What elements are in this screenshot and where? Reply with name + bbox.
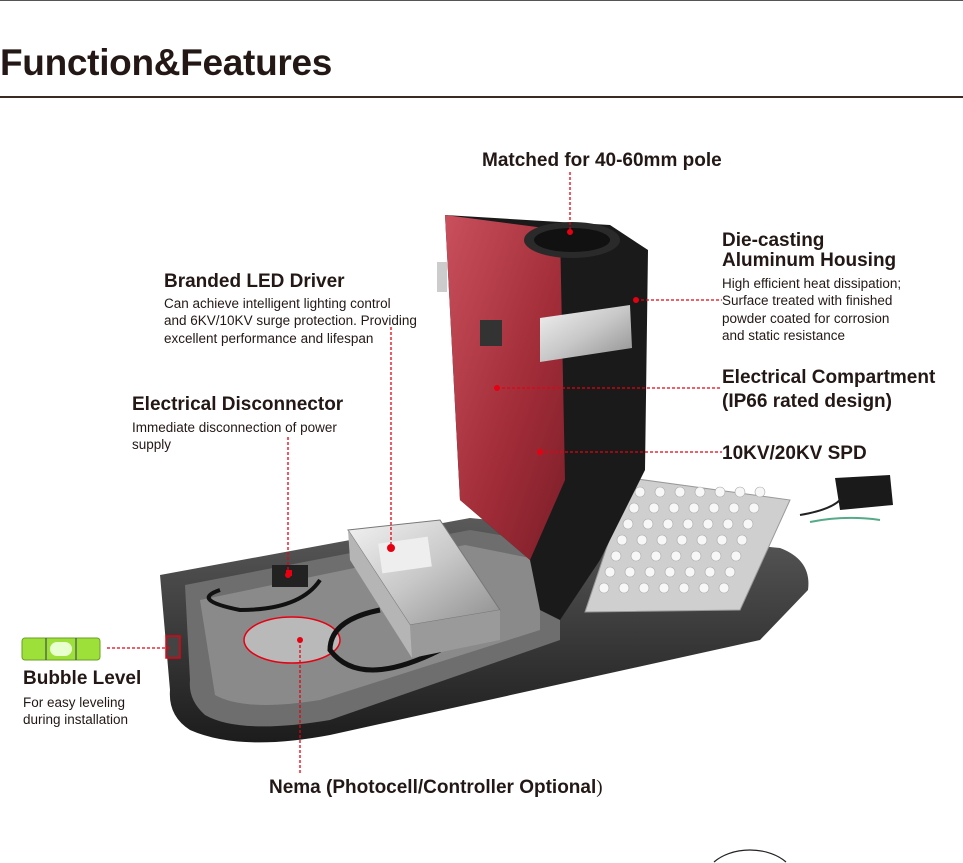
led-chip (696, 534, 708, 546)
led-chip (736, 534, 748, 546)
led-chip (634, 486, 646, 498)
led-chip (714, 486, 726, 498)
bubble-level-icon (21, 637, 101, 661)
disconnector-title: Electrical Disconnector (132, 394, 344, 415)
led-chip (698, 582, 710, 594)
led-chip (742, 518, 754, 530)
led-chip (688, 502, 700, 514)
led-chip (628, 502, 640, 514)
led-module (584, 477, 791, 613)
driver-desc-line: Can achieve intelligent lighting control (164, 296, 391, 311)
disconnector-desc-line: Immediate disconnection of power (132, 420, 337, 435)
led-chip (618, 582, 630, 594)
compartment-title-line2: (IP66 rated design) (722, 391, 892, 412)
led-chip (670, 550, 682, 562)
led-chip (648, 502, 660, 514)
led-chip (650, 550, 662, 562)
pole-title: Matched for 40-60mm pole (482, 150, 722, 171)
led-chip (682, 518, 694, 530)
led-chip (728, 502, 740, 514)
led-chip (694, 486, 706, 498)
led-chip (616, 534, 628, 546)
led-chip (636, 534, 648, 546)
led-chip (710, 550, 722, 562)
led-chip (718, 582, 730, 594)
title-divider (0, 96, 963, 98)
bubble-desc-line: during installation (23, 712, 129, 728)
led-chip (656, 534, 668, 546)
driver-desc: Can achieve intelligent lighting control… (164, 295, 417, 347)
led-chip (730, 550, 742, 562)
led-chip (610, 550, 622, 562)
led-chip (662, 518, 674, 530)
leader-lines (107, 172, 722, 775)
led-chip (598, 582, 610, 594)
disconnector-desc: Immediate disconnection of power supply (132, 419, 337, 454)
led-chip (690, 550, 702, 562)
bubble-desc-line: For easy leveling (23, 695, 126, 710)
led-chip (704, 566, 716, 578)
driver-desc-line: excellent performance and lifespan (164, 330, 374, 346)
compartment-title-line1: Electrical Compartment (722, 367, 936, 388)
driver-title: Branded LED Driver (164, 271, 345, 292)
nema-title: Nema (Photocell/Controller Optional) (269, 777, 603, 798)
nema-socket (243, 616, 341, 664)
led-chip (654, 486, 666, 498)
led-driver (347, 519, 501, 658)
housing-desc: High efficient heat dissipation; Surface… (722, 275, 901, 344)
housing-desc-line: powder coated for corrosion (722, 310, 890, 326)
bubble-level-marker (165, 635, 181, 659)
compartment-title: Electrical Compartment (IP66 rated desig… (722, 366, 935, 414)
led-chip (724, 566, 736, 578)
spd-title: 10KV/20KV SPD (722, 443, 867, 464)
led-chip (630, 550, 642, 562)
led-chip (664, 566, 676, 578)
led-chip (734, 486, 746, 498)
disconnector-desc-line: supply (132, 437, 172, 453)
nema-title-paren: ) (596, 777, 603, 798)
led-chip (702, 518, 714, 530)
led-chip (748, 502, 760, 514)
led-chip (678, 582, 690, 594)
led-chip (604, 566, 616, 578)
led-chip (754, 486, 766, 498)
housing-desc-line: Surface treated with finished (722, 293, 893, 309)
led-chip (638, 582, 650, 594)
led-chip (622, 518, 634, 530)
led-chip (658, 582, 670, 594)
led-chip (642, 518, 654, 530)
led-chip (644, 566, 656, 578)
nema-title-text: Nema (Photocell/Controller Optional (269, 777, 597, 798)
page-title: Function&Features (0, 42, 333, 83)
housing-title-line2: Aluminum Housing (722, 250, 897, 271)
housing-desc-line: High efficient heat dissipation; (722, 276, 902, 291)
partial-circle (713, 849, 787, 863)
bubble-desc: For easy leveling during installation (23, 694, 128, 729)
led-chip (716, 534, 728, 546)
housing-desc-line: and static resistance (722, 327, 846, 343)
led-chip (624, 566, 636, 578)
bubble-title: Bubble Level (23, 668, 142, 689)
led-chip (676, 534, 688, 546)
housing-title: Die-casting Aluminum Housing (722, 231, 896, 271)
spd-module (799, 475, 893, 523)
led-chip (674, 486, 686, 498)
driver-desc-line: and 6KV/10KV surge protection. Providing (164, 313, 417, 329)
led-chip (684, 566, 696, 578)
led-chip (722, 518, 734, 530)
housing-title-line1: Die-casting (722, 230, 825, 251)
led-chip (708, 502, 720, 514)
led-chip (668, 502, 680, 514)
top-border (0, 0, 963, 1)
